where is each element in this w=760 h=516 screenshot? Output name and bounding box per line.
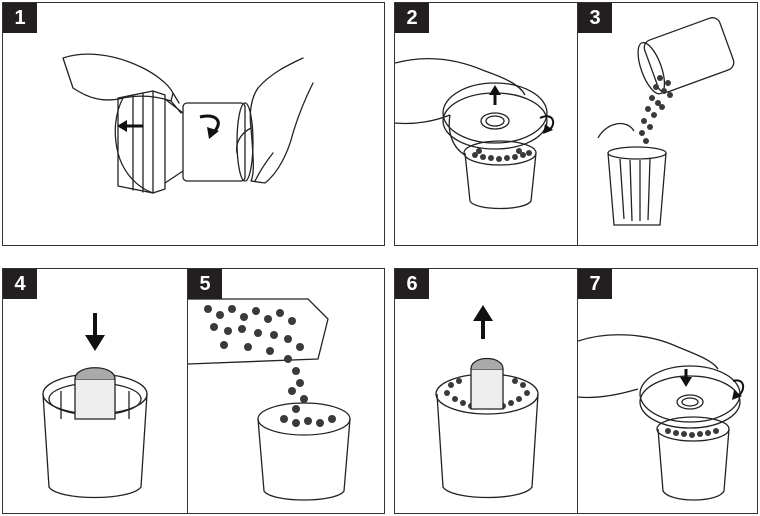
step-2-illustration <box>395 57 555 210</box>
hand <box>578 334 719 399</box>
step-6-panel: 6 <box>394 268 578 514</box>
cartridge-cup <box>657 428 730 501</box>
filled-cartridge <box>436 393 539 499</box>
cartridge-cap <box>117 90 154 194</box>
beads <box>472 148 532 162</box>
center-core <box>74 367 116 420</box>
step-6-number-badge: 6 <box>395 269 429 299</box>
step-3-panel: 3 <box>577 2 758 246</box>
step-7-panel: 7 <box>577 268 758 514</box>
step-3-illustration <box>597 17 735 226</box>
bead-bag <box>188 298 329 365</box>
filling-cartridge <box>257 418 351 501</box>
empty-cartridge <box>42 393 148 499</box>
cartridge-lid <box>639 365 741 423</box>
step-1-number-badge: 1 <box>3 3 37 33</box>
left-hand <box>62 53 174 102</box>
bin-lid <box>597 122 635 139</box>
step-1-panel: 1 <box>2 2 385 246</box>
falling-beads <box>639 75 673 144</box>
step-2-panel: 2 <box>394 2 578 246</box>
tilted-cartridge <box>643 17 735 93</box>
right-hand <box>249 57 314 184</box>
step-7-number-badge: 7 <box>578 269 612 299</box>
center-core <box>470 357 504 410</box>
cartridge-cup <box>464 152 537 210</box>
step-3-number-badge: 3 <box>578 3 612 33</box>
cartridge-body <box>182 102 246 182</box>
step-5-illustration <box>188 298 351 501</box>
cartridge-lid <box>442 82 548 144</box>
step-1-illustration <box>62 53 314 194</box>
step-2-number-badge: 2 <box>395 3 429 33</box>
step-6-illustration <box>435 305 539 499</box>
hand <box>395 57 526 156</box>
step-4-panel: 4 <box>2 268 188 514</box>
waste-bin <box>607 152 667 226</box>
step-5-number-badge: 5 <box>188 269 222 299</box>
step-7-illustration <box>578 334 745 501</box>
step-4-illustration <box>42 313 148 499</box>
beads <box>665 428 719 438</box>
step-5-panel: 5 <box>187 268 385 514</box>
new-beads <box>204 305 336 427</box>
step-4-number-badge: 4 <box>3 269 37 299</box>
